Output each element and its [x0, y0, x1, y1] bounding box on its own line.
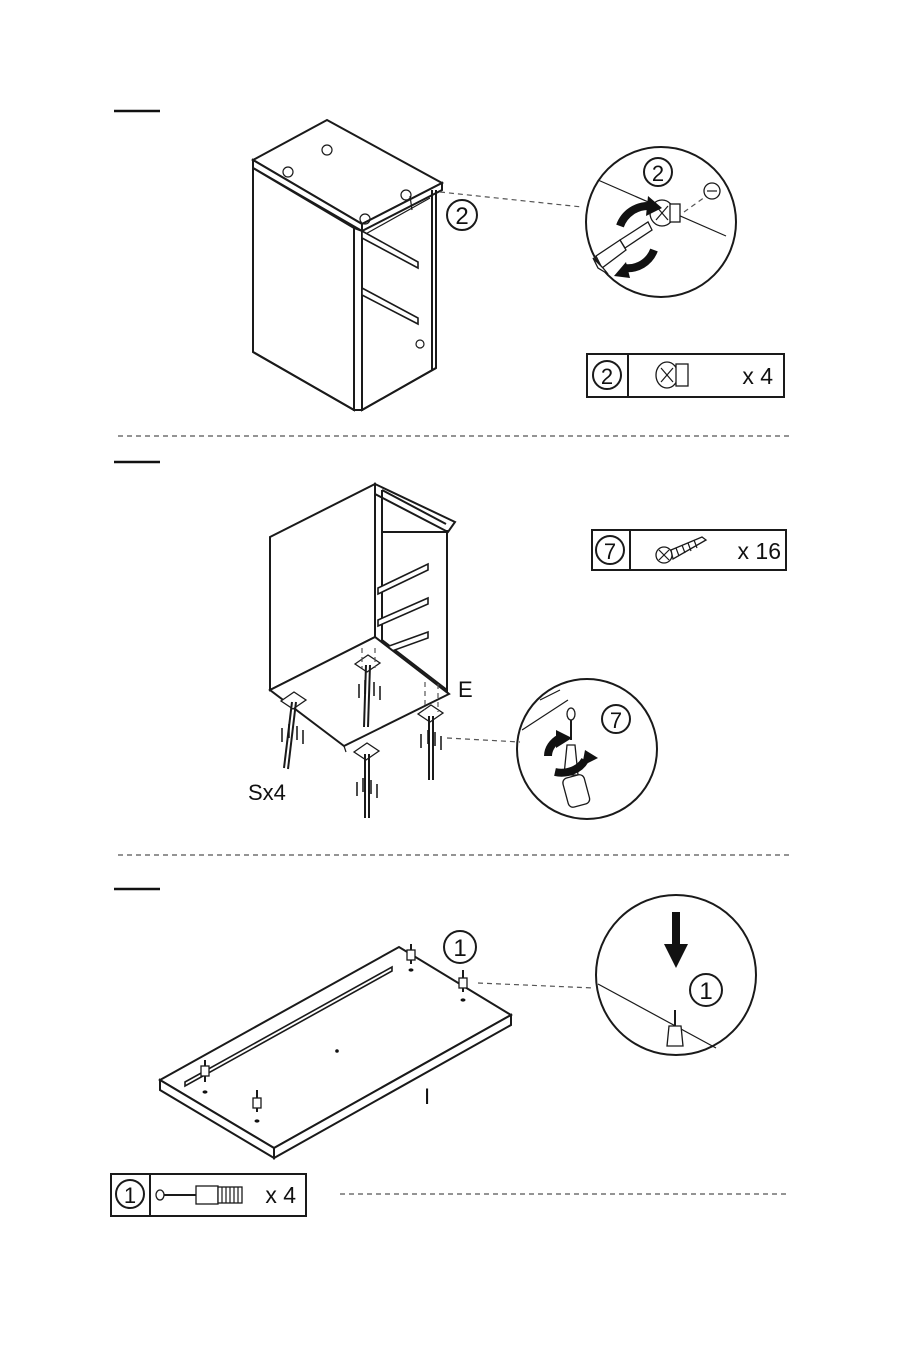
part-quantity: x 4	[265, 1182, 296, 1208]
part-number: 1	[124, 1183, 136, 1208]
panel-label: I	[424, 1084, 430, 1109]
cam-lock-icon	[656, 362, 688, 388]
cam-lock-icon	[650, 183, 720, 226]
detail-number: 2	[652, 161, 664, 186]
step-2: 7 x 16 E	[114, 462, 786, 819]
down-arrow-icon	[664, 912, 688, 968]
part-callout: 1	[444, 931, 476, 963]
leg	[354, 743, 379, 818]
cam-bolt-icon	[667, 1010, 683, 1046]
screw-icon	[567, 708, 575, 740]
panel-label: E	[458, 677, 473, 702]
cam-bolt-icon	[156, 1186, 242, 1204]
parts-box: 1 x 4	[111, 1174, 306, 1216]
step-1: 2 2	[114, 111, 784, 410]
part-number: 2	[601, 364, 613, 389]
part-quantity: x 4	[742, 363, 773, 389]
callout-number: 2	[455, 203, 468, 230]
detail-view: 2	[586, 147, 736, 297]
detail-view: 1	[596, 895, 756, 1055]
legs-label: Sx4	[248, 780, 286, 805]
parts-box: 2 x 4	[587, 354, 784, 397]
detail-number: 1	[699, 978, 712, 1005]
detail-view: 7	[517, 679, 657, 819]
callout-number: 1	[453, 935, 466, 962]
part-number: 7	[604, 539, 616, 564]
screw-icon	[656, 537, 706, 563]
part-callout: 2	[447, 200, 477, 230]
parts-box: 7 x 16	[592, 530, 786, 570]
detail-number: 7	[610, 708, 622, 733]
part-quantity: x 16	[738, 538, 781, 564]
step-3: I	[111, 889, 788, 1216]
cabinet-illustration	[253, 120, 442, 410]
